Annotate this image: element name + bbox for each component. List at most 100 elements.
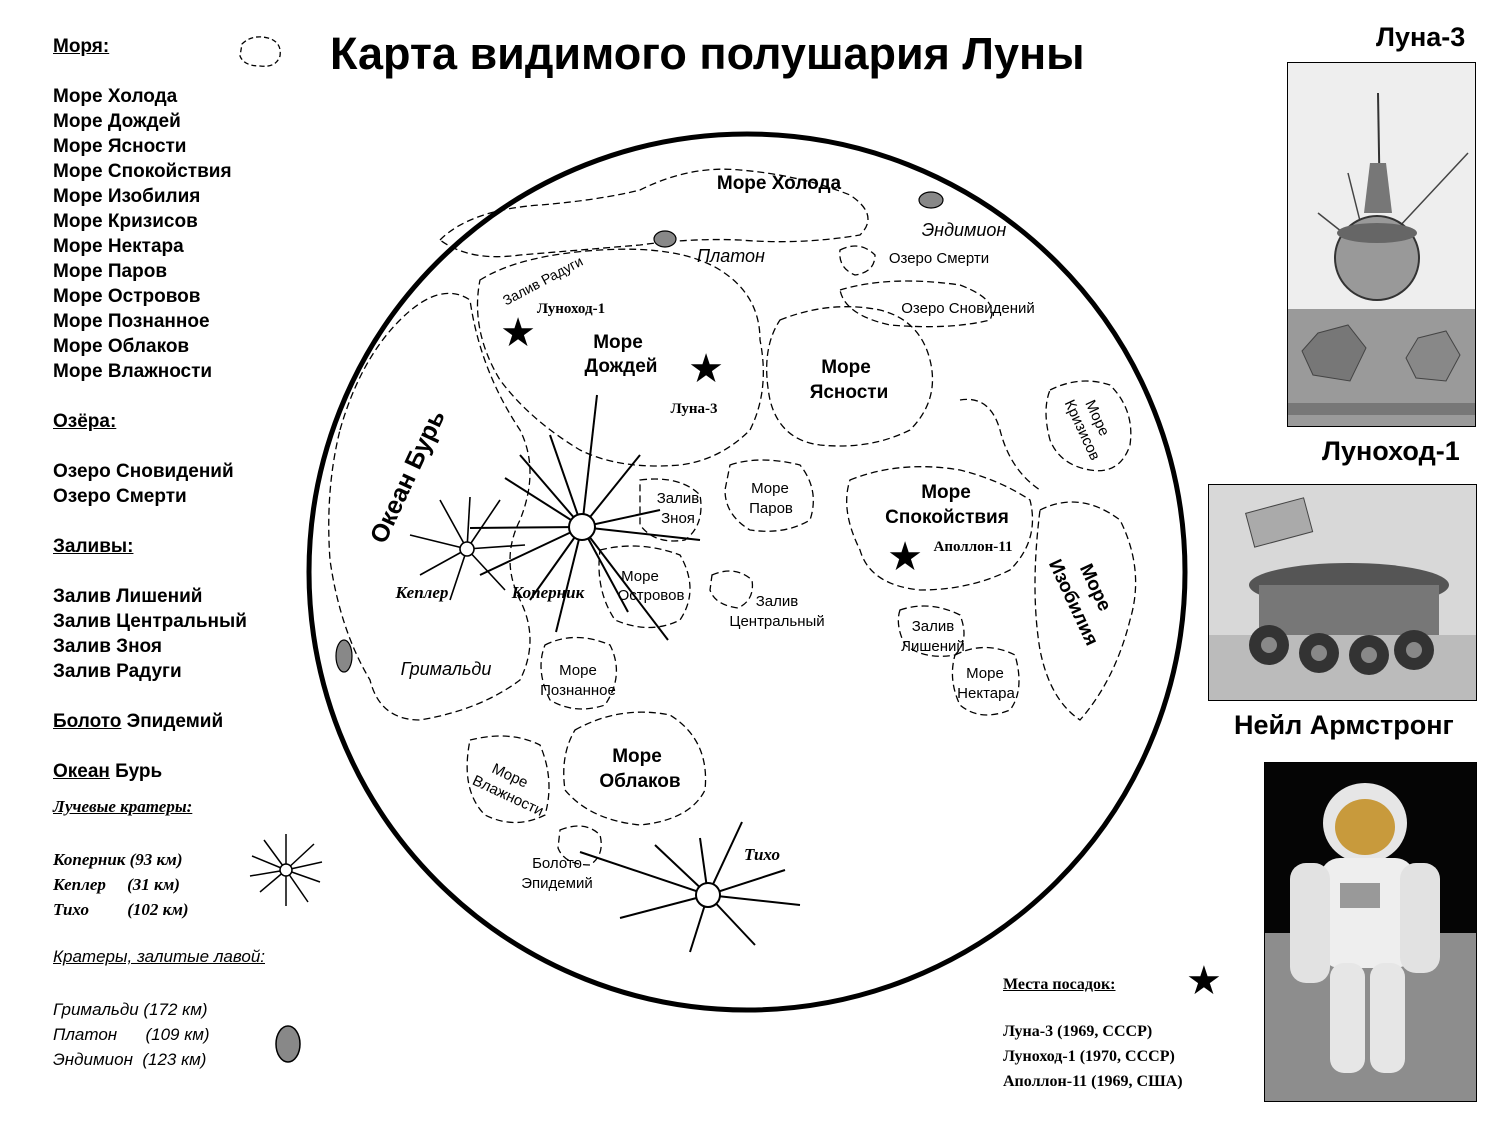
sea-humors-outline: [466, 735, 550, 824]
lake-item: Озеро Смерти: [53, 486, 187, 507]
lunokhod-site-label: Луноход-1: [537, 301, 605, 317]
landing-item: Луноход-1 (1970, СССР): [1003, 1048, 1175, 1065]
legend: Моря: Море Холода Море Дождей Море Яснос…: [53, 34, 353, 1072]
landing-item: Аполлон-11 (1969, США): [1003, 1073, 1183, 1090]
ray-crater-symbol-icon: [249, 834, 323, 906]
lava-crater-symbol-icon: [275, 1025, 301, 1063]
bay-item: Залив Центральный: [53, 611, 247, 632]
lava-craters-header: Кратеры, залитые лавой:: [53, 947, 265, 966]
sea-known-label-1: Море: [559, 662, 597, 679]
lunokhod-rover-image: [1209, 485, 1476, 700]
moon-disc: [306, 131, 1188, 1013]
ray-craters-header: Лучевые кратеры:: [53, 797, 193, 816]
sea-vapors-label-2: Паров: [749, 500, 793, 517]
landing-item: Луна-3 (1969, СССР): [1003, 1023, 1153, 1040]
grimaldi-label: Гримальди: [401, 659, 492, 679]
apollo-site-star-icon: ★: [887, 534, 923, 580]
plato-label: Платон: [697, 246, 765, 266]
bay-item: Залив Зноя: [53, 636, 162, 657]
sea-serenity-label-1: Море: [821, 357, 871, 378]
sea-item: Море Островов: [53, 286, 201, 307]
sea-item: Море Познанное: [53, 311, 210, 332]
sea-item: Море Дождей: [53, 111, 181, 132]
luna3-site-label: Луна-3: [671, 401, 718, 417]
tycho-label: Тихо: [744, 845, 780, 864]
endymion-crater-icon: [918, 191, 944, 209]
lake-dreams-label: Озеро Сновидений: [901, 300, 1035, 317]
sea-nectar-label-1: Море: [966, 665, 1004, 682]
east-terrain-outline: [959, 398, 1041, 491]
bay-heat-label-1: Залив: [657, 490, 700, 507]
sea-clouds-label-2: Облаков: [599, 771, 680, 792]
sea-item: Море Паров: [53, 261, 167, 282]
sea-vapors-label-1: Море: [751, 480, 789, 497]
sea-serenity-label-2: Ясности: [810, 382, 889, 403]
luna3-photo: [1287, 62, 1476, 427]
luna3-probe-image: [1288, 63, 1475, 426]
plato-crater-icon: [653, 230, 677, 248]
ray-crater-item: Кеплер (31 км): [53, 875, 180, 894]
sea-crises-outline: [1045, 380, 1132, 472]
lava-crater-item: Платон (109 км): [53, 1025, 210, 1044]
tycho-crater-icon: [579, 821, 801, 953]
bay-lishenii-label-2: Лишений: [901, 638, 965, 655]
sea-nectar-label-2: Нектара: [957, 685, 1015, 702]
bay-lishenii-label-1: Залив: [912, 618, 955, 635]
sea-item: Море Кризисов: [53, 211, 198, 232]
sea-item: Море Ясности: [53, 136, 187, 157]
sea-cold-outline: [439, 168, 869, 258]
lake-death-label: Озеро Смерти: [889, 250, 989, 267]
swamp-name: Эпидемий: [121, 711, 224, 732]
bay-central-label-2: Центральный: [729, 613, 824, 630]
lava-crater-item: Эндимион (123 км): [53, 1050, 207, 1069]
apollo-site-label: Аполлон-11: [934, 539, 1013, 555]
sea-islands-label-1: Море: [621, 568, 659, 585]
copernicus-label: Коперник: [511, 583, 585, 602]
sea-known-outline: [540, 636, 618, 710]
lunokhod-photo: [1208, 484, 1477, 701]
sea-item: Море Спокойствия: [53, 161, 232, 182]
sea-rains-outline: [476, 248, 764, 467]
luna3-site-star-icon: ★: [688, 346, 724, 392]
sea-tranquility-outline: [846, 466, 1034, 591]
sea-vapors-outline: [724, 459, 814, 532]
sea-islands-label-2: Островов: [618, 587, 685, 604]
seas-header: Моря:: [53, 36, 110, 57]
page-title: Карта видимого полушария Луны: [330, 28, 1085, 79]
bay-lishenii-outline: [897, 605, 965, 657]
luna3-photo-label: Луна-3: [1376, 22, 1466, 52]
sea-rains-label-2: Дождей: [585, 356, 658, 377]
bay-item: Залив Лишений: [53, 586, 203, 607]
ocean-outline: [328, 292, 531, 721]
lunokhod-photo-label: Луноход-1: [1322, 436, 1460, 466]
landing-sites-legend: Места посадок: Луна-3 (1969, СССР) Лунох…: [1003, 972, 1183, 1094]
bays-header: Заливы:: [53, 536, 134, 557]
sea-item: Море Облаков: [53, 336, 190, 357]
swamp-word: Болото: [53, 711, 122, 732]
landing-header: Места посадок:: [1003, 976, 1116, 993]
kepler-crater-icon: [409, 496, 526, 601]
sea-rains-label-1: Море: [593, 332, 643, 353]
swamp-outline: [557, 825, 602, 866]
bay-heat-outline: [639, 478, 702, 542]
bay-heat-label-2: Зноя: [661, 510, 695, 527]
ray-crater-item: Тихо (102 км): [53, 900, 189, 919]
sea-tranquility-label-2: Спокойствия: [885, 507, 1009, 528]
bay-item: Залив Радуги: [53, 661, 182, 682]
swamp-label-2: Эпидемий: [521, 875, 592, 892]
armstrong-photo-label: Нейл Армстронг: [1234, 710, 1454, 740]
bay-central-outline: [709, 570, 754, 609]
ocean-name: Бурь: [109, 761, 163, 782]
sea-item: Море Холода: [53, 86, 178, 107]
armstrong-photo: [1264, 762, 1477, 1102]
sea-symbol-icon: [239, 36, 281, 67]
sea-clouds-label-1: Море: [612, 746, 662, 767]
swamp-item: Болото Эпидемий: [53, 709, 353, 734]
sea-item: Море Влажности: [53, 361, 213, 382]
ocean-item: Океан Бурь: [53, 759, 353, 784]
lunokhod-site-star-icon: ★: [500, 310, 536, 356]
sea-islands-outline: [598, 545, 691, 629]
sea-item: Море Нектара: [53, 236, 184, 257]
sea-clouds-outline: [563, 711, 707, 826]
grimaldi-crater-icon: [335, 639, 353, 673]
